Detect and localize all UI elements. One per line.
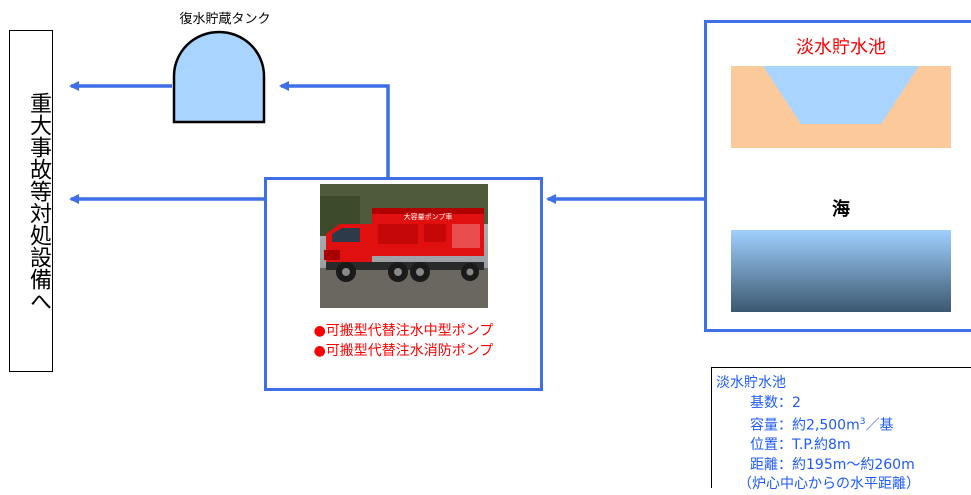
tank-label: 復水貯蔵タンク	[179, 12, 271, 27]
pond-title: 淡水貯水池	[796, 37, 886, 58]
destination-label: 重大事故等対処設備へ	[26, 92, 51, 312]
truck-sign: 大容量ポンプ車	[404, 212, 453, 221]
info-note: （炉心中心からの水平距離）	[738, 476, 920, 493]
condensate-tank-icon	[172, 30, 266, 124]
info-distance: 距離：約195m～約260m	[750, 456, 915, 473]
info-title: 淡水貯水池	[716, 375, 786, 391]
pump-name-fire: ●可搬型代替注水消防ポンプ	[313, 343, 494, 359]
info-count: 基数：2	[750, 394, 801, 411]
sea-icon	[731, 230, 951, 312]
pond-info-box: 淡水貯水池 基数：2 容量：約2,500m3／基 位置：T.P.約8m 距離：約…	[711, 367, 971, 492]
info-position: 位置：T.P.約8m	[750, 437, 851, 454]
pump-truck-photo: 大容量ポンプ車	[320, 184, 488, 308]
destination-box: 重大事故等対処設備へ	[9, 30, 53, 372]
pump-name-medium: ●可搬型代替注水中型ポンプ	[313, 323, 494, 339]
info-capacity: 容量：約2,500m3／基	[750, 417, 894, 434]
pond-cross-section-icon	[731, 66, 951, 148]
sea-title: 海	[832, 199, 850, 220]
arrow-pump-to-tank	[279, 81, 390, 177]
